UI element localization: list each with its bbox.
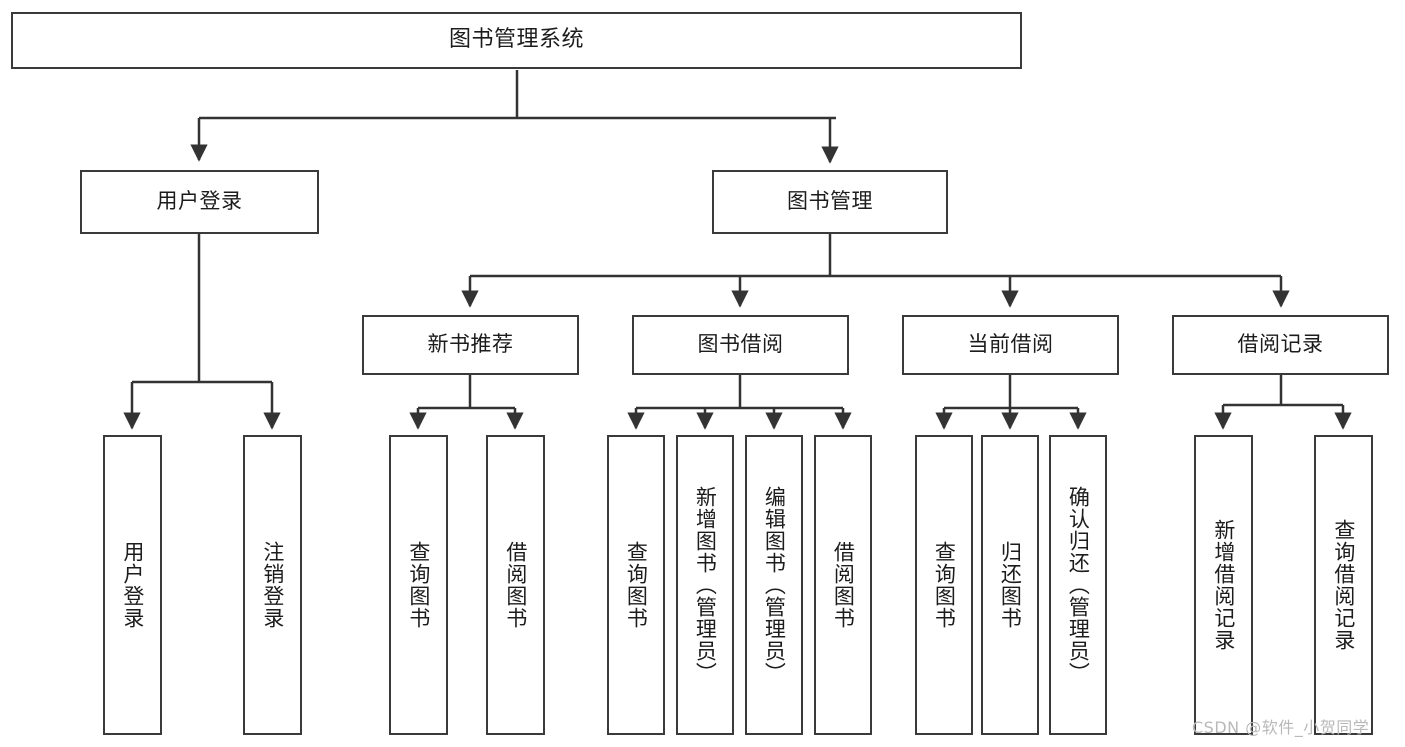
leaf-recommend-borrow-book[interactable]: 借阅图书	[486, 435, 545, 735]
node-root[interactable]: 图书管理系统	[11, 12, 1022, 69]
leaf-user-login-logout[interactable]: 注销登录	[243, 435, 302, 735]
leaf-label: 查询图书	[624, 541, 649, 629]
node-book-borrow-label: 图书借阅	[697, 332, 784, 357]
node-user-login[interactable]: 用户登录	[80, 170, 319, 234]
leaf-current-confirm-return-admin[interactable]: 确认归还（管理员）	[1049, 435, 1107, 735]
leaf-label: 新增图书（管理员）	[693, 486, 718, 684]
leaf-label: 注销登录	[260, 541, 285, 629]
node-borrow-record-label: 借阅记录	[1237, 332, 1324, 357]
leaf-recommend-query-book[interactable]: 查询图书	[389, 435, 448, 735]
node-current-borrow-label: 当前借阅	[967, 332, 1054, 357]
leaf-borrow-borrow-book[interactable]: 借阅图书	[814, 435, 872, 735]
leaf-borrow-edit-book-admin[interactable]: 编辑图书（管理员）	[745, 435, 803, 735]
leaf-label: 确认归还（管理员）	[1066, 486, 1091, 684]
node-book-management[interactable]: 图书管理	[712, 170, 948, 234]
leaf-label: 编辑图书（管理员）	[762, 486, 787, 684]
leaf-label: 查询图书	[406, 541, 431, 629]
node-new-book-recommend[interactable]: 新书推荐	[362, 315, 579, 375]
node-new-book-recommend-label: 新书推荐	[427, 332, 514, 357]
leaf-current-return-book[interactable]: 归还图书	[981, 435, 1039, 735]
leaf-label: 借阅图书	[503, 541, 528, 629]
leaf-record-add-record[interactable]: 新增借阅记录	[1194, 435, 1253, 735]
node-book-borrow[interactable]: 图书借阅	[632, 315, 849, 375]
leaf-user-login-login[interactable]: 用户登录	[103, 435, 162, 735]
leaf-record-query-record[interactable]: 查询借阅记录	[1314, 435, 1373, 735]
leaf-borrow-query-book[interactable]: 查询图书	[607, 435, 665, 735]
leaf-borrow-add-book-admin[interactable]: 新增图书（管理员）	[676, 435, 734, 735]
leaf-label: 用户登录	[120, 541, 145, 629]
node-root-label: 图书管理系统	[448, 27, 584, 53]
leaf-label: 查询借阅记录	[1331, 519, 1356, 651]
leaf-label: 归还图书	[998, 541, 1023, 629]
leaf-label: 借阅图书	[831, 541, 856, 629]
leaf-label: 查询图书	[932, 541, 957, 629]
csdn-watermark: CSDN @软件_小贺同学	[1192, 718, 1370, 737]
leaf-label: 新增借阅记录	[1211, 519, 1236, 651]
node-user-login-label: 用户登录	[156, 189, 243, 214]
leaf-current-query-book[interactable]: 查询图书	[915, 435, 973, 735]
node-current-borrow[interactable]: 当前借阅	[902, 315, 1119, 375]
node-borrow-record[interactable]: 借阅记录	[1172, 315, 1389, 375]
node-book-management-label: 图书管理	[787, 189, 873, 214]
